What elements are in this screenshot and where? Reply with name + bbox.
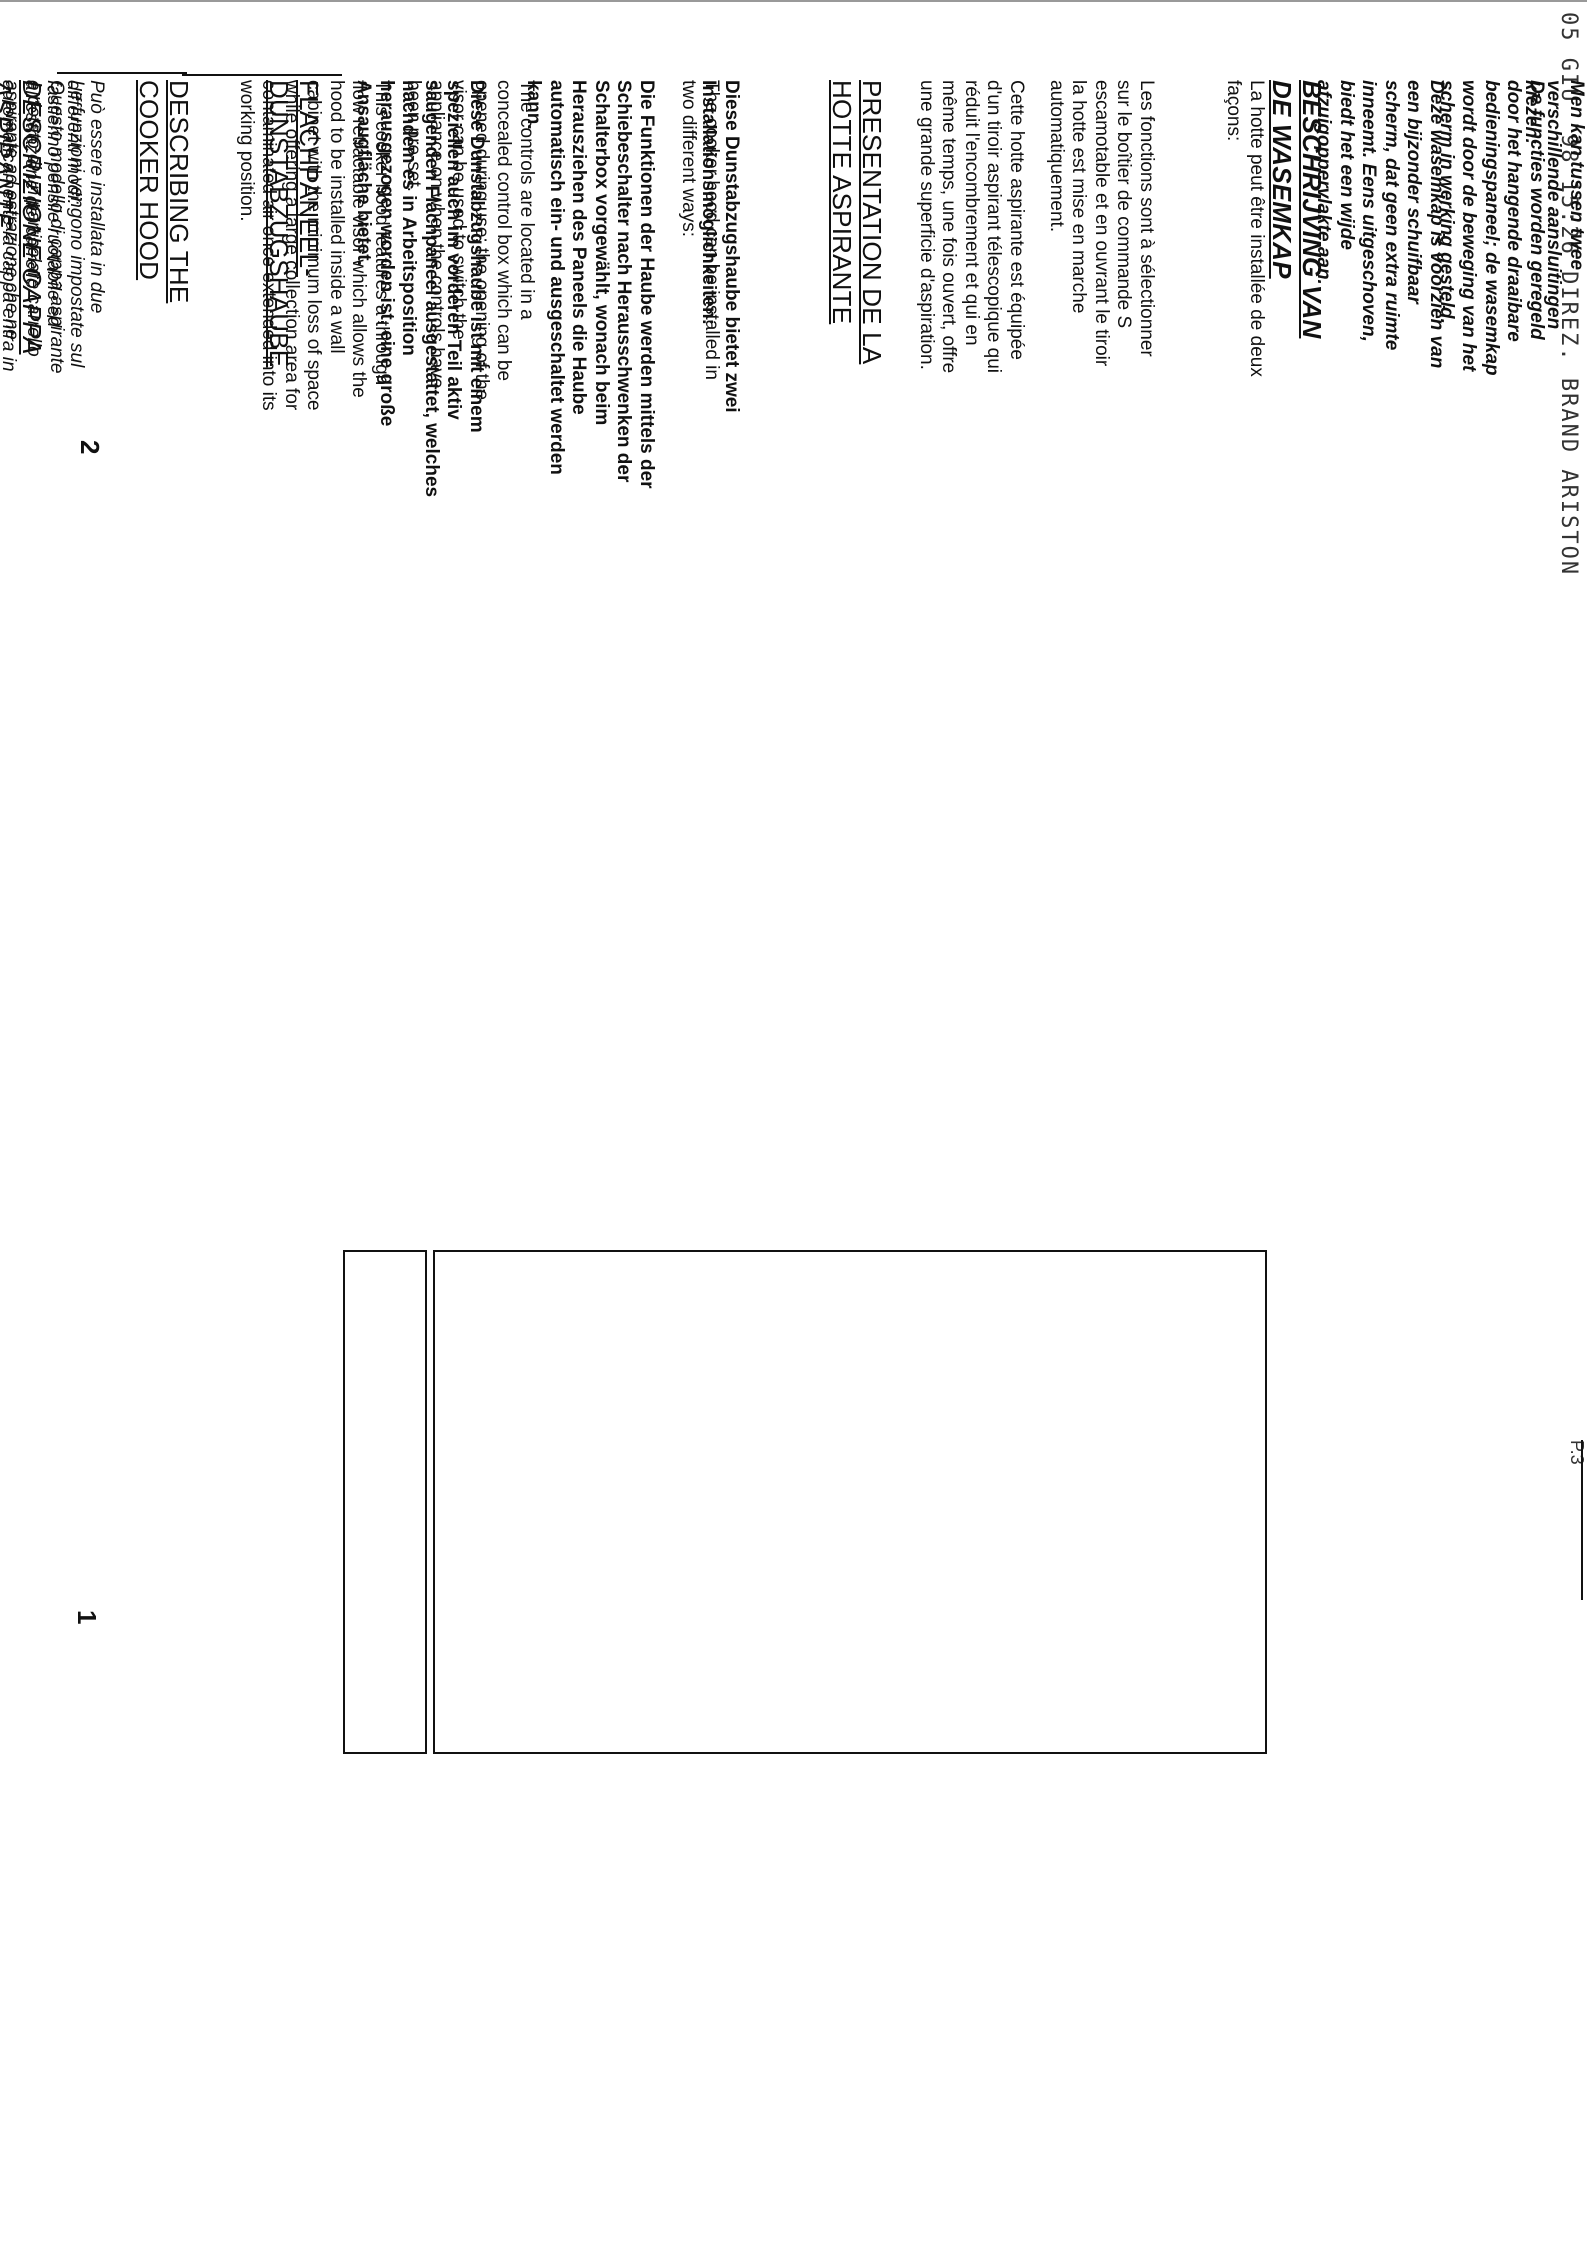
paragraph-nl-1: Deze wasemkap is voorzien van een bijzon… xyxy=(1313,80,1448,369)
page-number-right: 2 xyxy=(75,440,105,455)
hood-illustration-spacer xyxy=(343,1250,427,1754)
paragraph-de-2: Die Funktionen der Haube werden mittels … xyxy=(523,80,658,489)
scan-edge-line xyxy=(0,0,1587,2)
fax-rule xyxy=(1581,1440,1583,1600)
paragraph-de-1: Diese Dunstabzugshaube ist mit einem spe… xyxy=(353,80,488,498)
heading-de: FLACHPANEEL-DUNSTABZUGSHAUBE xyxy=(264,80,324,368)
heading-en: DESCRIBING THE COOKER HOOD xyxy=(134,80,194,304)
paragraph-de-3: Diese Dunstabzugshaube bietet zwei Insta… xyxy=(698,80,743,413)
paragraph-fr-3: La hotte peut être installée de deux faç… xyxy=(1223,80,1268,377)
paragraph-nl-3: Men kan tussen twee verschillende aanslu… xyxy=(1521,80,1587,330)
fax-page-number: P.3 xyxy=(1567,1440,1587,1465)
paragraph-fr-1: Cette hotte aspirante est équipée d'un t… xyxy=(916,80,1027,374)
hood-illustration-top xyxy=(433,1250,1267,1754)
paragraph-fr-2: Les fonctions sont à sélectionner sur le… xyxy=(1046,80,1157,367)
column-rule-en xyxy=(182,74,342,76)
page-number-left: 1 xyxy=(72,1610,102,1625)
column-rule xyxy=(57,72,187,74)
heading-fr: PRESENTATION DE LA HOTTE ASPIRANTE xyxy=(827,80,887,365)
paragraph-it-3: Può essere installata in due differenti … xyxy=(63,80,108,314)
